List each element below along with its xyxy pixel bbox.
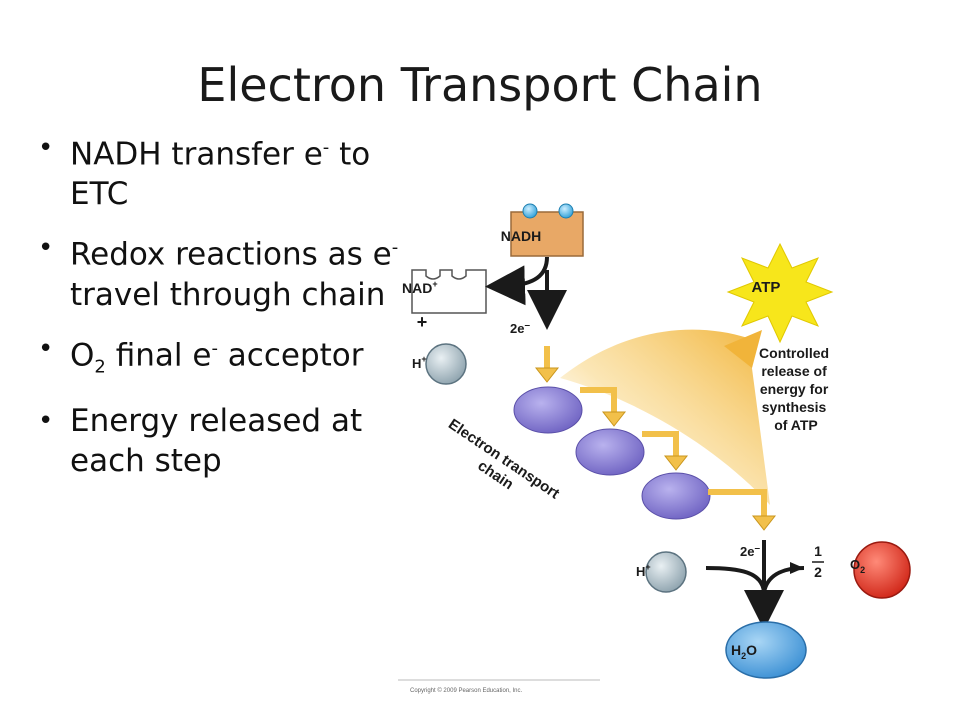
yellow-arrow-2 (580, 387, 617, 414)
h-ion-bottom-label: H+ (636, 562, 651, 579)
nad-label: NAD+ (402, 279, 438, 296)
h2o-label: H2O (731, 642, 757, 661)
bullet-item: •Energy released at each step (38, 403, 363, 480)
copyright-text: Copyright © 2009 Pearson Education, Inc. (410, 687, 522, 694)
bullet-dot-icon: • (38, 233, 54, 264)
converge-arrow-right (762, 566, 805, 593)
half-denominator: 2 (814, 564, 822, 580)
electron-icon (522, 203, 538, 219)
nadh-box (510, 211, 584, 257)
plus-sign: + (417, 312, 428, 332)
carrier-protein-1 (513, 386, 583, 434)
controlled-release-label: Controlled release of energy for synthes… (759, 345, 833, 433)
bullet-item: •NADH transfer e- to ETC (38, 128, 408, 214)
bullet-list: •NADH transfer e- to ETC •Redox reaction… (38, 128, 408, 495)
o2-molecule (853, 541, 911, 599)
atp-star-icon (726, 242, 834, 344)
electron-icon (558, 203, 574, 219)
o2-input-arrowhead-icon (790, 562, 804, 574)
bullet-item: •Redox reactions as e- travel through ch… (38, 228, 408, 314)
h2o-molecule (725, 621, 807, 679)
energy-arrow-head-icon (724, 330, 762, 368)
bullet-dot-icon: • (38, 406, 54, 437)
two-e-bottom-label: 2e– (740, 543, 760, 559)
half-numerator: 1 (814, 543, 822, 559)
slide-title: Electron Transport Chain (197, 58, 763, 112)
yellow-arrowhead-icon (534, 367, 560, 383)
yellow-arrowhead-icon (601, 411, 627, 427)
nadh-split-arrow (485, 256, 549, 306)
h-ion-bottom (645, 551, 687, 593)
converge-arrow-left (705, 566, 766, 593)
o2-label: O2 (850, 557, 865, 575)
energy-release-fan (560, 329, 770, 505)
carrier-protein-2 (575, 428, 645, 476)
h-ion-top (425, 343, 467, 385)
h-ion-top-label: H+ (412, 354, 427, 371)
yellow-arrow-4 (708, 489, 767, 518)
bullet-dot-icon: • (38, 333, 54, 364)
two-e-top-label: 2e– (510, 320, 530, 336)
carrier-protein-3 (641, 472, 711, 520)
yellow-arrow-3 (642, 431, 679, 458)
bullet-dot-icon: • (38, 133, 54, 163)
nadh-label: NADH (501, 228, 541, 244)
atp-label: ATP (752, 279, 781, 296)
yellow-arrowhead-icon (663, 455, 689, 471)
bullet-item: •O2 final e- acceptor (38, 329, 408, 388)
nad-box (411, 269, 487, 314)
yellow-arrowhead-icon (751, 515, 777, 531)
